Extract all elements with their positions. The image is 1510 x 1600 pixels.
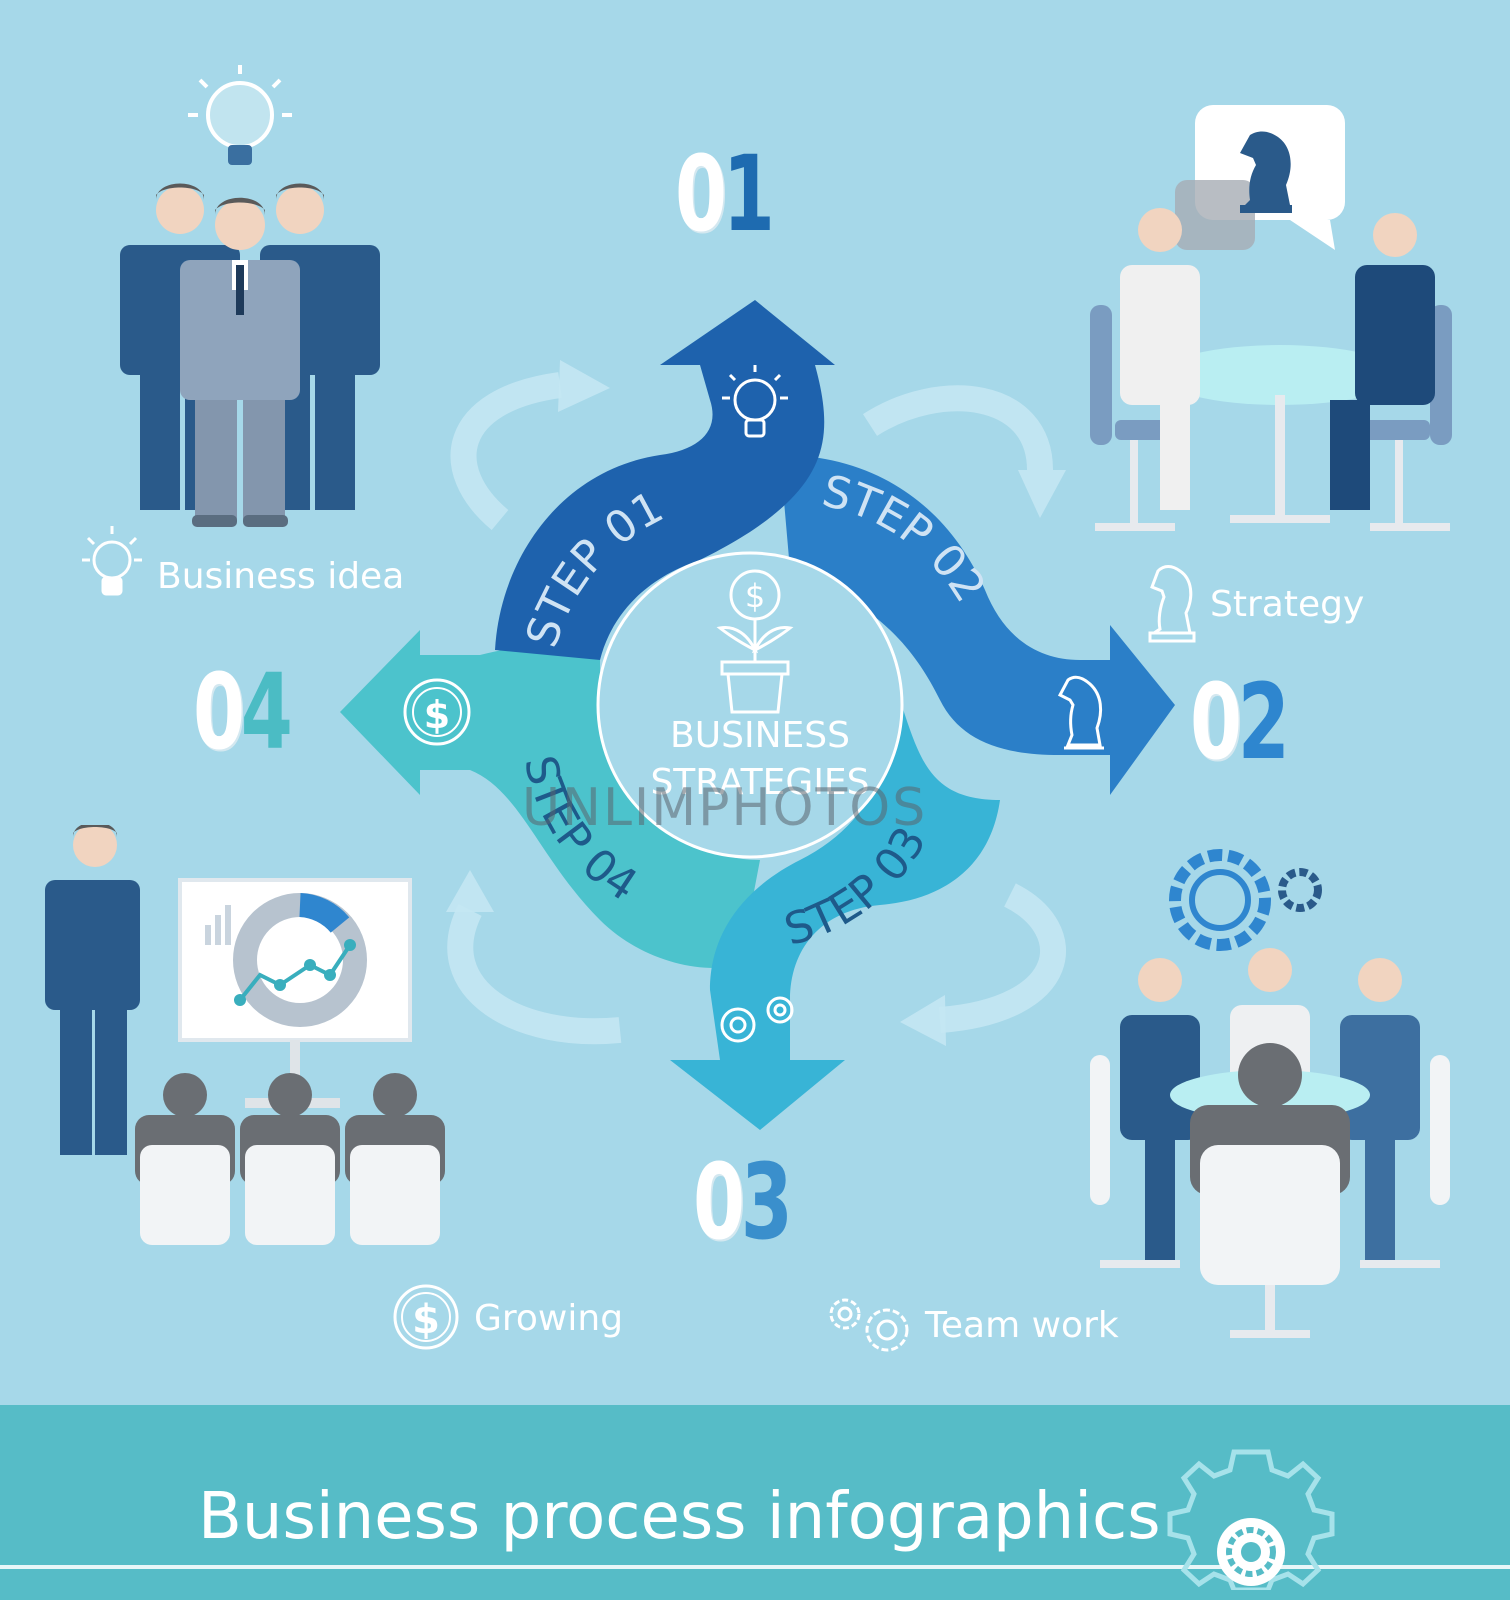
lightbulb-icon — [188, 65, 292, 165]
number-02-digit-b: 2 — [1237, 661, 1290, 783]
business-idea-caption: Business idea — [157, 556, 405, 597]
number-03: 03 — [693, 1150, 793, 1254]
number-02: 02 — [1190, 670, 1290, 774]
gear-icon — [1167, 1449, 1335, 1590]
gears-icon — [720, 996, 794, 1043]
svg-text:$: $ — [745, 577, 765, 615]
growing-caption: Growing — [474, 1298, 624, 1339]
number-03-digit-b: 3 — [740, 1141, 793, 1263]
number-04-digit-a: 0 — [193, 651, 245, 773]
business-idea-caption-icon — [82, 526, 142, 596]
step-04-arrow — [340, 630, 760, 968]
cycle-arrow-topleft — [450, 372, 562, 530]
number-04: 04 — [193, 660, 293, 764]
team-work-illustration — [1090, 849, 1450, 1338]
dollar-coin-icon: $ — [403, 678, 471, 746]
center-circle — [596, 551, 904, 859]
svg-text:$: $ — [424, 693, 450, 737]
number-02-digit-a: 0 — [1190, 661, 1242, 783]
banner-divider — [0, 1565, 1510, 1569]
knight-icon — [1057, 675, 1104, 750]
gears-icon — [829, 1298, 909, 1352]
dollar-coin-icon: $ — [393, 1284, 459, 1350]
team-work-caption: Team work — [925, 1305, 1119, 1346]
lightbulb-icon — [722, 365, 788, 438]
cycle-arrow-bottomleft — [447, 904, 622, 1045]
number-01-digit-b: 1 — [722, 133, 775, 255]
watermark: UNLIMPHOTOS — [522, 778, 928, 838]
strategy-illustration — [1090, 105, 1452, 531]
knight-icon — [1148, 565, 1196, 643]
cycle-arrow-bottomright — [938, 883, 1066, 1033]
svg-text:$: $ — [412, 1297, 440, 1343]
number-01-digit-a: 0 — [675, 133, 727, 255]
cycle-arrow-topright — [862, 385, 1053, 471]
business-idea-illustration — [120, 65, 380, 527]
center-title-line2: STRATEGIES — [650, 762, 870, 803]
number-04-digit-b: 4 — [240, 651, 293, 773]
number-01: 01 — [675, 142, 775, 246]
money-plant-icon: $ — [716, 569, 794, 714]
knight-icon — [1240, 131, 1292, 213]
page-title: Business process infographics — [198, 1480, 1161, 1554]
strategy-caption: Strategy — [1210, 584, 1365, 625]
growing-illustration — [45, 825, 445, 1245]
number-03-digit-a: 0 — [693, 1141, 745, 1263]
gear-icon — [1169, 849, 1322, 951]
step-02-arrow — [780, 455, 1175, 795]
step-01-arrow — [495, 300, 835, 660]
center-title-line1: BUSINESS — [670, 715, 850, 756]
